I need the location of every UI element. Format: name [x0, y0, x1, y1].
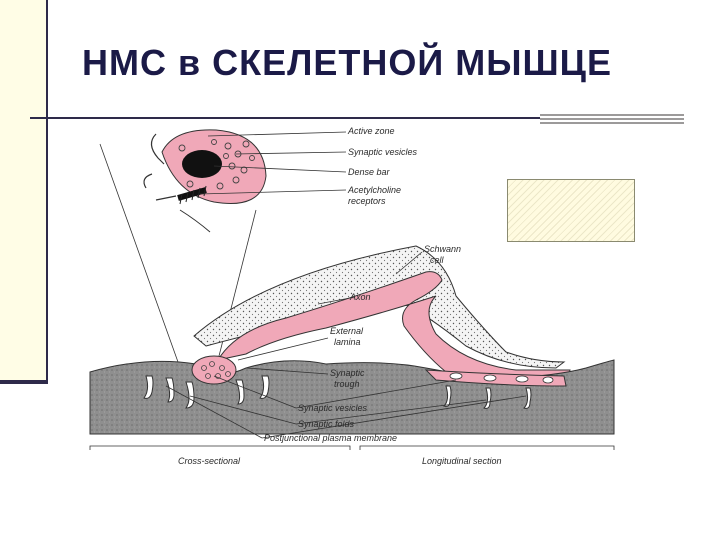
label-longitudinal-section: Longitudinal section	[422, 456, 502, 466]
label-schwann-1: Schwann	[424, 244, 461, 254]
label-synaptic-vesicles-bottom: Synaptic vesicles	[298, 403, 368, 413]
synaptic-folds	[143, 375, 532, 409]
inset-active-zone	[143, 129, 267, 233]
nmj-diagram: Active zone Synaptic vesicles Dense bar …	[86, 124, 626, 476]
label-external-lamina-2: lamina	[334, 337, 361, 347]
label-axon: Axon	[349, 292, 371, 302]
slide-title: НМС в СКЕЛЕТНОЙ МЫШЦЕ	[82, 42, 612, 83]
synaptic-terminal	[191, 355, 237, 385]
title-rule-accent	[540, 112, 684, 124]
label-synaptic-trough-2: trough	[334, 379, 360, 389]
label-dense-bar: Dense bar	[348, 167, 391, 177]
label-synaptic-folds: Synaptic folds	[298, 419, 355, 429]
slide-side-line	[46, 0, 48, 384]
axon	[216, 271, 571, 387]
label-synaptic-trough-1: Synaptic	[330, 368, 365, 378]
label-schwann-2: cell	[430, 255, 445, 265]
label-ach-receptors-2: receptors	[348, 196, 386, 206]
label-postjunctional-membrane: Postjunctional plasma membrane	[264, 433, 397, 443]
label-cross-sectional: Cross-sectional	[178, 456, 241, 466]
lower-leader-lines	[165, 251, 527, 439]
hatched-box	[507, 179, 635, 242]
slide-side-foot	[0, 380, 48, 384]
label-active-zone: Active zone	[347, 126, 395, 136]
title-rule	[30, 117, 540, 119]
slide-side-band	[0, 0, 48, 384]
section-brackets	[89, 445, 615, 450]
label-ach-receptors-1: Acetylcholine	[347, 185, 401, 195]
label-synaptic-vesicles-top: Synaptic vesicles	[348, 147, 418, 157]
label-external-lamina-1: External	[330, 326, 364, 336]
